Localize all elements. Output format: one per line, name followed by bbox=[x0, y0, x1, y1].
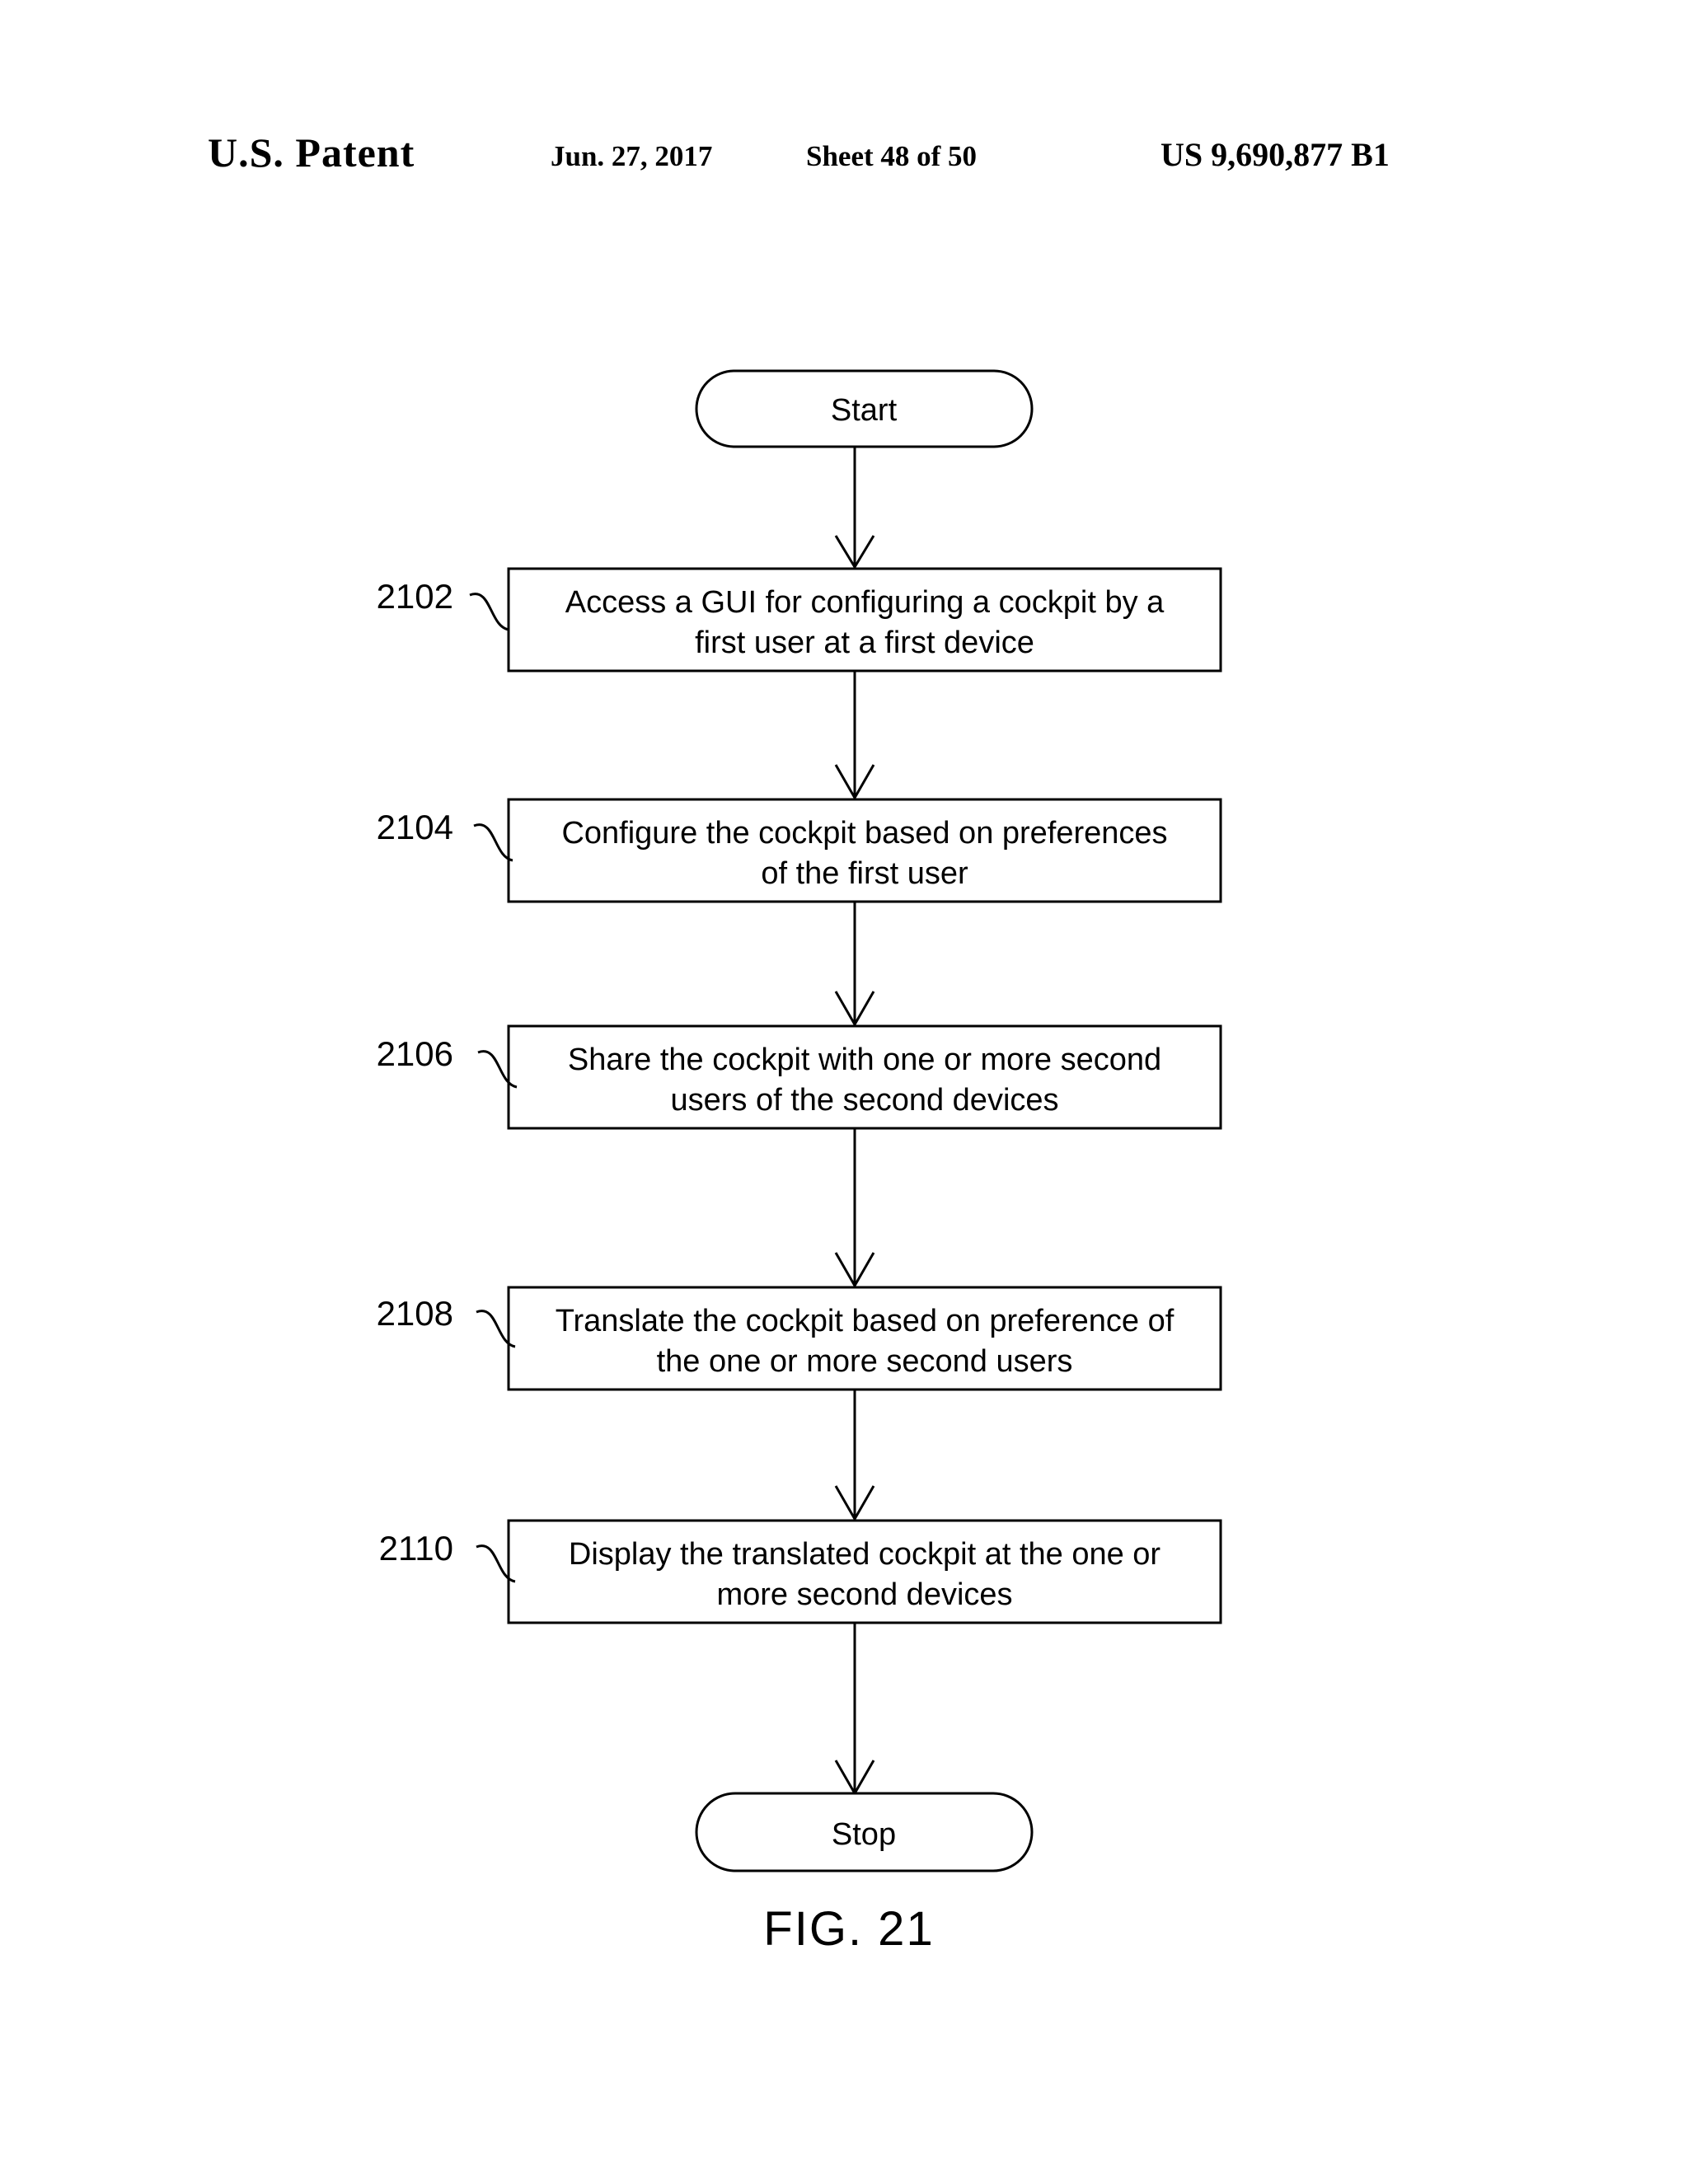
step-2-ref-number: 2104 bbox=[377, 808, 453, 846]
patent-sheet-number: Sheet 48 of 50 bbox=[806, 140, 978, 172]
reference-callout-2106: 2106 bbox=[377, 1034, 518, 1089]
flow-node-step-4: Translate the cockpit based on preferenc… bbox=[507, 1286, 1222, 1391]
connector-step-3-to-step-4 bbox=[834, 1128, 875, 1289]
step-5-box bbox=[507, 1519, 1222, 1624]
step-5-line-2: more second devices bbox=[716, 1577, 1012, 1612]
flow-node-step-2: Configure the cockpit based on preferenc… bbox=[507, 798, 1222, 903]
connector-step-4-to-step-5 bbox=[834, 1390, 875, 1522]
step-1-ref-number: 2102 bbox=[377, 577, 453, 616]
step-3-line-2: users of the second devices bbox=[670, 1083, 1058, 1118]
flow-node-step-1: Access a GUI for configuring a cockpit b… bbox=[507, 567, 1222, 673]
connector-start-to-step-1 bbox=[834, 447, 875, 569]
step-5-ref-number: 2110 bbox=[379, 1529, 453, 1568]
step-3-box bbox=[507, 1024, 1222, 1130]
step-1-box bbox=[507, 567, 1222, 673]
step-4-line-1: Translate the cockpit based on preferenc… bbox=[556, 1304, 1175, 1338]
connector-step-1-to-step-2 bbox=[834, 671, 875, 801]
flow-node-start: Start bbox=[695, 369, 1034, 448]
step-1-line-2: first user at a first device bbox=[695, 626, 1034, 660]
flow-node-stop: Stop bbox=[695, 1792, 1034, 1872]
stop-node-shape bbox=[695, 1792, 1034, 1872]
step-5-line-1: Display the translated cockpit at the on… bbox=[569, 1537, 1161, 1572]
step-3-line-1: Share the cockpit with one or more secon… bbox=[568, 1043, 1161, 1077]
stop-node-label: Stop bbox=[832, 1817, 896, 1852]
connector-step-5-to-stop bbox=[834, 1623, 875, 1797]
connector-step-2-to-step-3 bbox=[834, 902, 875, 1028]
figure-caption: FIG. 21 bbox=[763, 1902, 934, 1956]
step-2-line-2: of the first user bbox=[761, 856, 968, 891]
patent-header: U.S. Patent Jun. 27, 2017 Sheet 48 of 50… bbox=[0, 132, 1688, 190]
step-4-ref-number: 2108 bbox=[377, 1294, 453, 1333]
step-4-line-2: the one or more second users bbox=[657, 1344, 1073, 1379]
reference-callout-2104: 2104 bbox=[377, 808, 513, 862]
step-4-box bbox=[507, 1286, 1222, 1391]
reference-callout-2108: 2108 bbox=[377, 1294, 516, 1348]
patent-office-label: U.S. Patent bbox=[208, 129, 415, 176]
flow-node-step-5: Display the translated cockpit at the on… bbox=[507, 1519, 1222, 1624]
start-node-shape bbox=[695, 369, 1034, 448]
patent-number: US 9,690,877 B1 bbox=[1160, 136, 1390, 173]
start-node-label: Start bbox=[831, 393, 898, 428]
step-2-box bbox=[507, 798, 1222, 903]
flow-node-step-3: Share the cockpit with one or more secon… bbox=[507, 1024, 1222, 1130]
step-3-ref-number: 2106 bbox=[377, 1034, 453, 1073]
step-2-line-1: Configure the cockpit based on preferenc… bbox=[561, 816, 1167, 851]
step-1-line-1: Access a GUI for configuring a cockpit b… bbox=[565, 585, 1165, 620]
patent-date: Jun. 27, 2017 bbox=[551, 140, 713, 172]
reference-callout-2110: 2110 bbox=[379, 1529, 516, 1583]
reference-callout-2102: 2102 bbox=[377, 577, 509, 631]
